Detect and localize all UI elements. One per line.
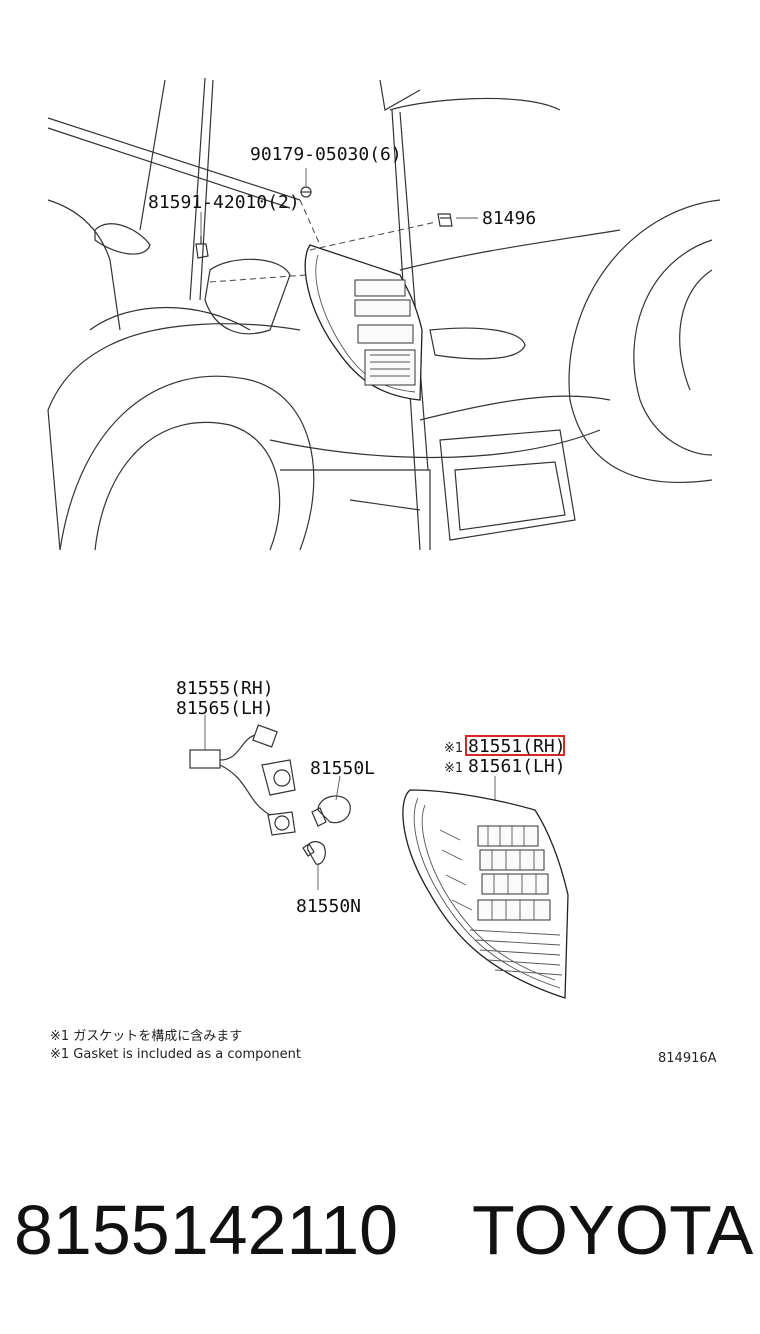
reference-code: 814916A (658, 1051, 717, 1066)
fastener-bolt (300, 186, 312, 198)
mark-rh: ※1 (444, 741, 463, 756)
note-english: ※1 Gasket is included as a component (50, 1047, 301, 1062)
callout-socket-lh: 81565(LH) (176, 698, 274, 719)
callout-socket-rh: 81555(RH) (176, 678, 274, 699)
fastener-clip (195, 236, 209, 259)
callout-lamp-rh: 81551(RH) (468, 736, 566, 757)
mark-lh: ※1 (444, 761, 463, 776)
callout-bolt: 90179-05030(6) (250, 144, 402, 165)
bulb-81550N (302, 841, 326, 865)
callout-bulb-n: 81550N (296, 896, 361, 917)
dashed-leader-bolt (299, 199, 321, 246)
socket-wire-assembly (189, 724, 296, 836)
dashed-leader-clip (209, 274, 307, 283)
tail-lamp-installed (304, 244, 423, 401)
note-japanese: ※1 ガスケットを構成に含みます (50, 1028, 242, 1044)
brand-name: TOYOTA (472, 1191, 754, 1269)
bulb-81550L (311, 795, 351, 827)
tail-lamp-exploded (402, 789, 569, 999)
callout-clip: 81591-42010(2) (148, 192, 300, 213)
highlight-box (465, 735, 565, 756)
callout-bulb-l: 81550L (310, 758, 375, 779)
vehicle-body-outline (47, 77, 721, 551)
fastener-nut (437, 213, 453, 227)
callout-lamp-lh: 81561(LH) (468, 756, 566, 777)
dashed-leader-nut (309, 221, 437, 251)
part-number: 8155142110 (14, 1191, 399, 1269)
callout-nut: 81496 (482, 208, 536, 229)
footer-caption: 8155142110 TOYOTA (0, 1190, 760, 1280)
leader-bulb-l (335, 775, 341, 801)
